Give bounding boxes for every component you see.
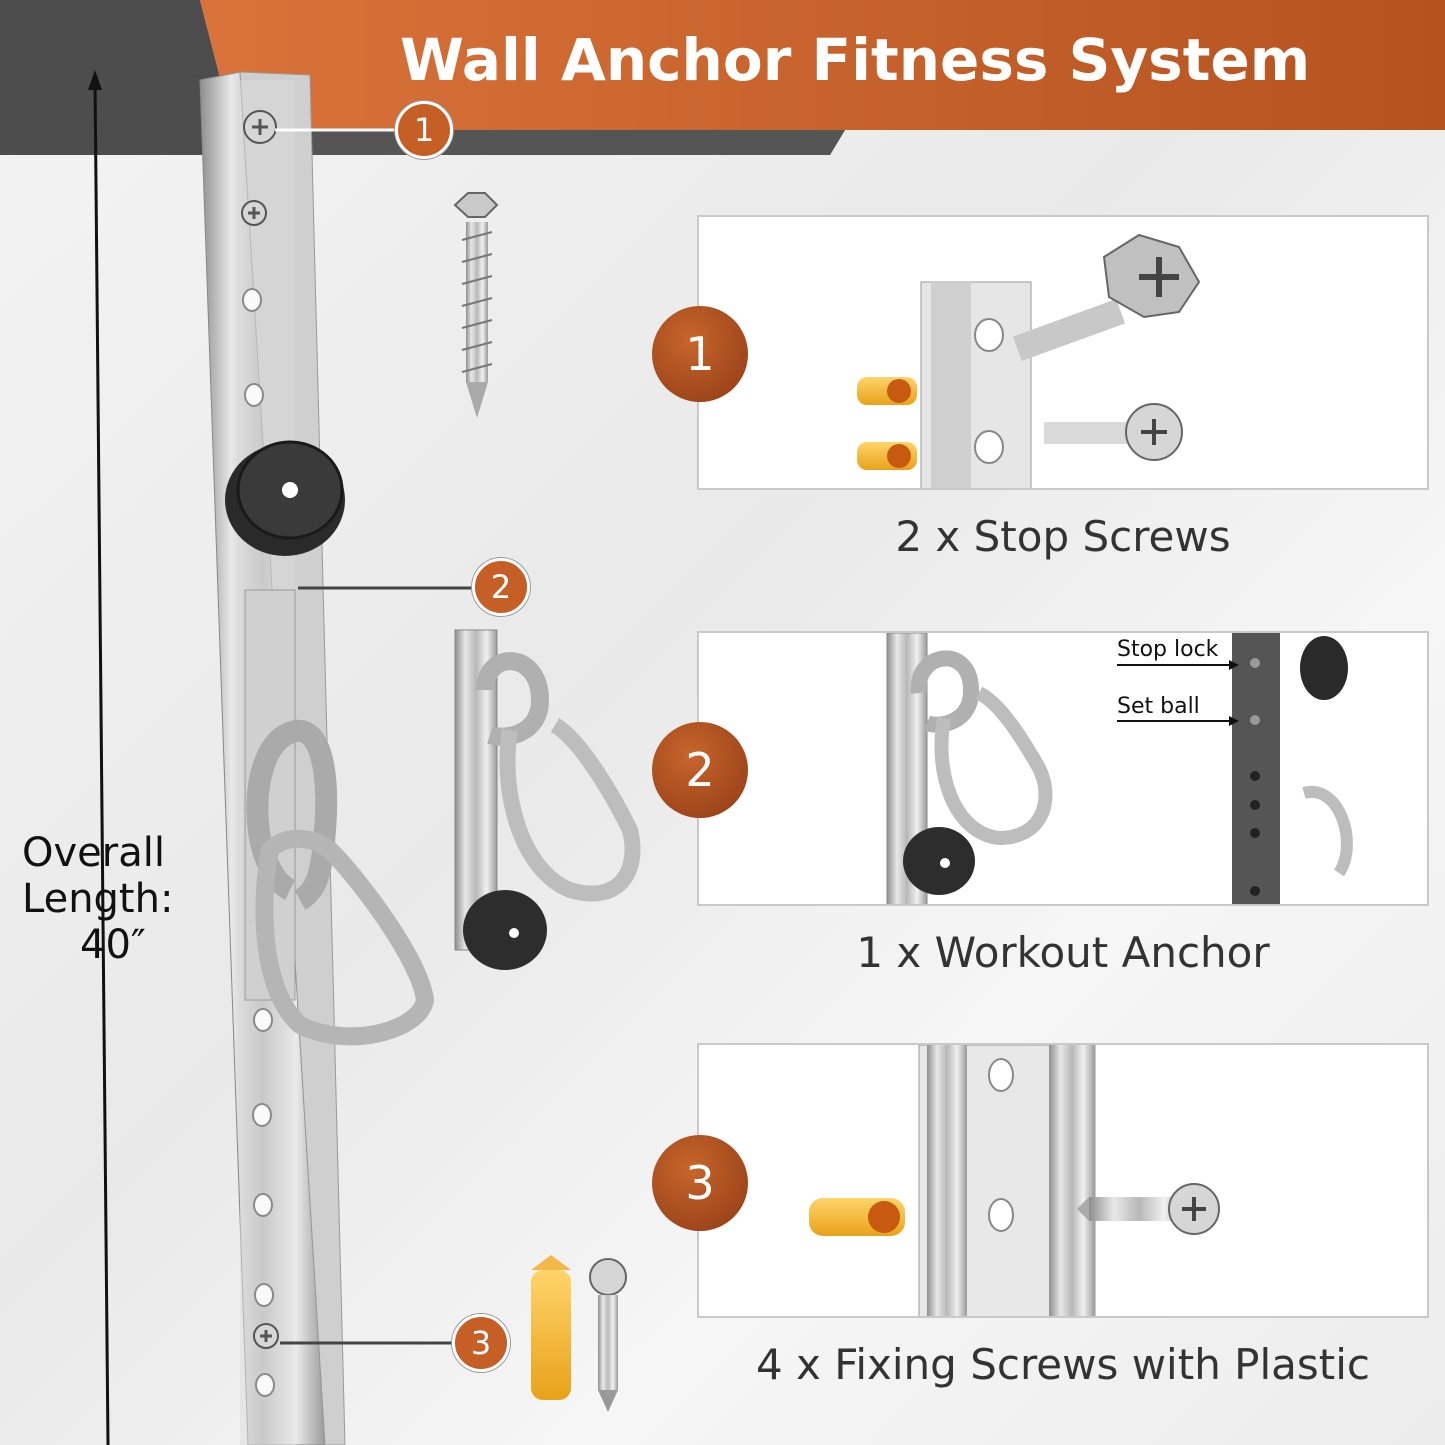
part-caption-1: 2 x Stop Screws bbox=[895, 512, 1231, 561]
overall-length-label: Overall Length: 40″ bbox=[22, 830, 173, 968]
rail-carabiner bbox=[255, 829, 435, 1046]
hex-screw bbox=[453, 192, 499, 418]
part-panel-2: Stop lock Set ball bbox=[697, 631, 1429, 906]
part-caption-2: 1 x Workout Anchor bbox=[856, 928, 1270, 977]
callout-3: 3 bbox=[452, 1314, 510, 1372]
callout-2: 2 bbox=[472, 558, 530, 616]
fixing-screws-illustration bbox=[809, 1045, 1220, 1316]
rail-ring bbox=[246, 719, 338, 910]
length-label-line2: Length: bbox=[22, 876, 174, 922]
set-ball-label: Set ball bbox=[1117, 694, 1200, 719]
stop-screws-illustration bbox=[857, 233, 1201, 488]
length-value: 40″ bbox=[80, 922, 146, 968]
stop-lock-label: Stop lock bbox=[1117, 637, 1219, 662]
workout-anchor-illustration bbox=[886, 633, 1353, 904]
part-badge-3: 3 bbox=[652, 1135, 748, 1231]
title-banner bbox=[0, 0, 1445, 155]
rail-screw-heads bbox=[241, 110, 279, 1349]
part-caption-3: 4 x Fixing Screws with Plastic bbox=[755, 1340, 1371, 1389]
plastic-anchor-loose bbox=[531, 1255, 571, 1400]
length-label-line1: Overall bbox=[22, 830, 165, 876]
fixing-screw-loose bbox=[589, 1258, 627, 1412]
part-badge-2: 2 bbox=[652, 722, 748, 818]
page-title: Wall Anchor Fitness System bbox=[400, 26, 1311, 94]
part-badge-1: 1 bbox=[652, 306, 748, 402]
workout-anchor-standalone bbox=[454, 629, 641, 970]
length-arrow bbox=[93, 79, 110, 1445]
part-panel-3 bbox=[697, 1043, 1429, 1318]
knob bbox=[225, 440, 345, 556]
callout-1: 1 bbox=[395, 101, 453, 159]
part-panel-1 bbox=[697, 215, 1429, 490]
